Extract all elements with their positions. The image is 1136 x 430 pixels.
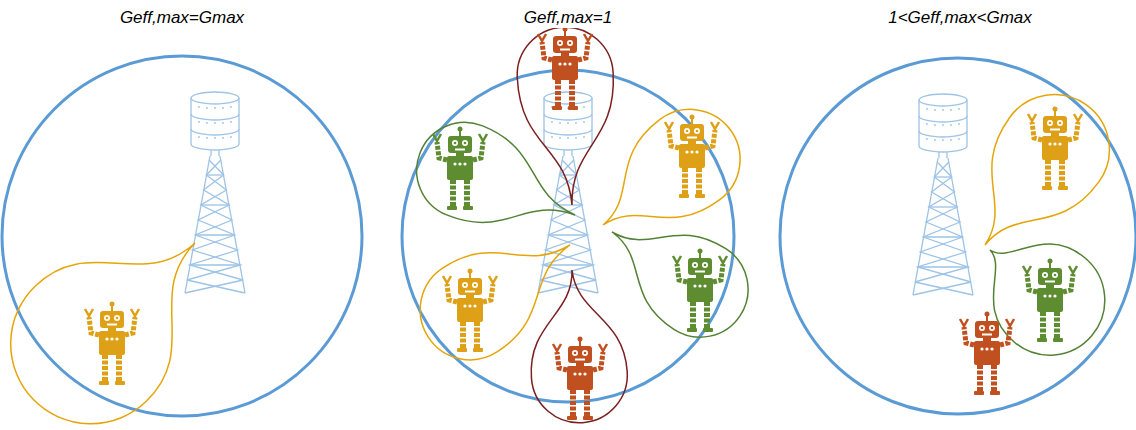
- coverage-circle: [2, 56, 362, 416]
- robot-icon: [443, 269, 497, 353]
- robot-icon: [538, 27, 592, 111]
- robot-icon: [673, 249, 727, 333]
- beam-pattern: [586, 192, 767, 356]
- robot-icon: [85, 302, 139, 386]
- panel-title: Geff,max=Gmax: [117, 8, 247, 28]
- beam-pattern: [524, 267, 630, 426]
- base-station-tower: [185, 92, 245, 293]
- beam-pattern: [573, 89, 760, 265]
- robot-icon: [960, 312, 1014, 396]
- base-station-tower: [913, 94, 973, 295]
- robot-icon: [665, 115, 719, 199]
- robot-icon: [553, 337, 607, 421]
- beam-pattern: [941, 73, 1132, 278]
- base-station-tower: [538, 92, 598, 293]
- robot-icon: [1023, 259, 1077, 343]
- beam-pattern: [515, 25, 620, 208]
- robot-icon: [1028, 107, 1082, 191]
- robot-icon: [433, 127, 487, 211]
- coverage-circle: [780, 58, 1136, 414]
- panel-title: Geff,max=1: [521, 8, 615, 28]
- beam-pattern: [401, 203, 597, 379]
- beam-pattern: [0, 185, 251, 430]
- beam-pattern: [402, 108, 593, 260]
- panel-title: 1<Geff,max<Gmax: [885, 8, 1035, 28]
